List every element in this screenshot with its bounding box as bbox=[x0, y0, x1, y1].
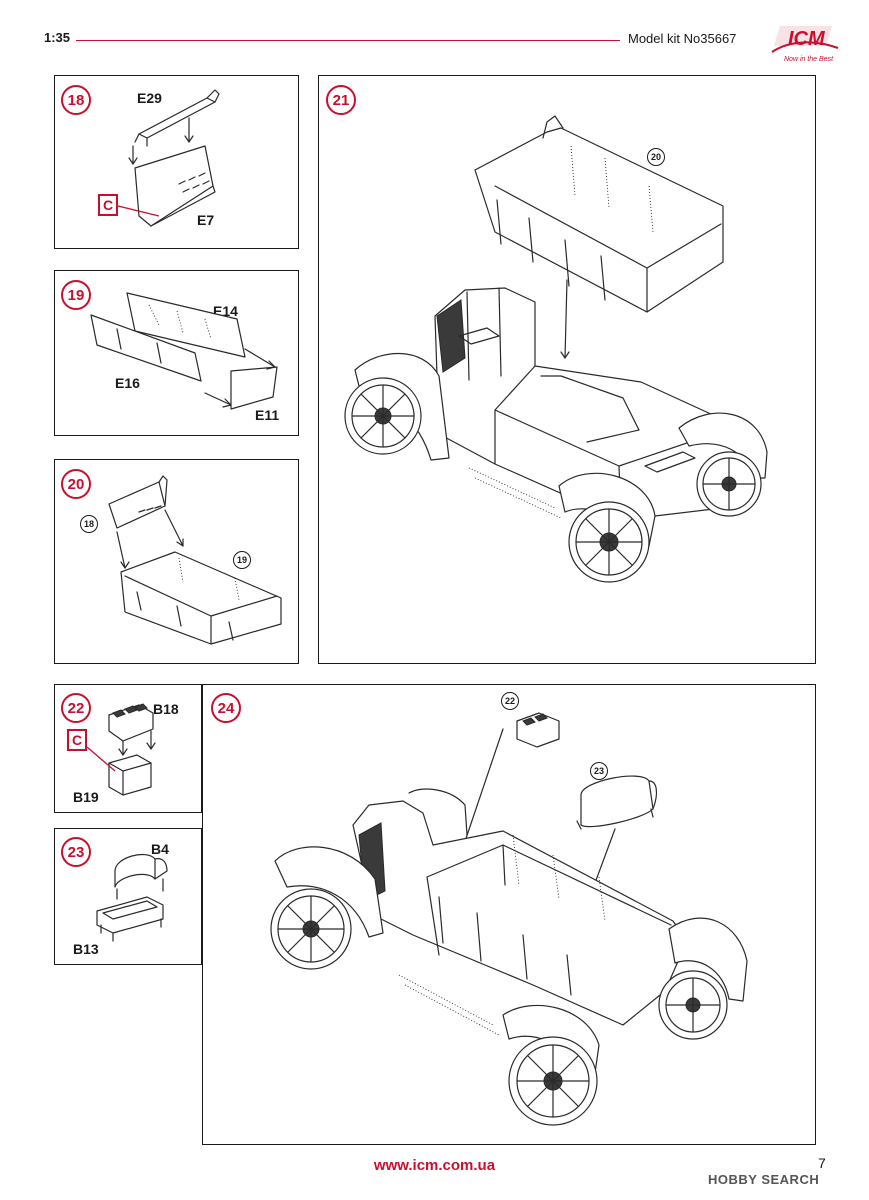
rear-left-wheel bbox=[568, 501, 650, 583]
rear-right-wheel bbox=[696, 451, 762, 517]
step-24-number: 24 bbox=[211, 693, 241, 723]
step-24-drawing bbox=[270, 712, 748, 1126]
hobby-search-watermark: HOBBY SEARCH bbox=[708, 1172, 820, 1187]
page-number: 7 bbox=[818, 1155, 826, 1171]
front-left-wheel bbox=[344, 377, 422, 455]
step-21-panel: 21 20 bbox=[318, 75, 816, 664]
header-rule bbox=[76, 40, 620, 41]
step-19-drawing bbox=[90, 292, 278, 410]
ref-step-23: 23 bbox=[590, 762, 608, 780]
paint-code-c-22: C bbox=[67, 729, 87, 751]
step-22-number: 22 bbox=[61, 693, 91, 723]
ref-step-19: 19 bbox=[233, 551, 251, 569]
part-E7-label: E7 bbox=[197, 212, 215, 228]
step-23-drawing bbox=[96, 854, 168, 942]
step-23-number: 23 bbox=[61, 837, 91, 867]
logo-text: ICM bbox=[788, 28, 825, 50]
footer-url[interactable]: www.icm.com.ua bbox=[373, 1157, 496, 1174]
part-E16-label: E16 bbox=[115, 375, 140, 391]
part-B18-label: B18 bbox=[153, 701, 179, 717]
step-20-panel: 20 18 19 bbox=[54, 459, 299, 664]
front-wheel-24 bbox=[270, 888, 352, 970]
step-21-drawing bbox=[344, 115, 768, 583]
rear-wheel-24 bbox=[508, 1036, 598, 1126]
step-18-number: 18 bbox=[61, 85, 91, 115]
step-22-drawing bbox=[86, 703, 156, 796]
part-B13-label: B13 bbox=[73, 941, 99, 957]
step-23-panel: 23 B4 B13 bbox=[54, 828, 202, 965]
step-22-panel: 22 B18 B19 C bbox=[54, 684, 202, 813]
step-20-drawing bbox=[108, 475, 282, 645]
step-24-panel: 24 22 23 bbox=[202, 684, 816, 1145]
part-E11-label: E11 bbox=[255, 407, 280, 423]
step-18-drawing bbox=[117, 89, 220, 227]
ref-step-22: 22 bbox=[501, 692, 519, 710]
step-20-number: 20 bbox=[61, 469, 91, 499]
icm-logo-icon bbox=[771, 26, 839, 53]
paint-code-c: C bbox=[98, 194, 118, 216]
part-B4-label: B4 bbox=[151, 841, 169, 857]
ref-step-20: 20 bbox=[647, 148, 665, 166]
logo-tagline: Now in the Best bbox=[784, 56, 834, 63]
scale-label: 1:35 bbox=[44, 30, 71, 45]
part-E29-label: E29 bbox=[137, 90, 162, 106]
step-19-number: 19 bbox=[61, 280, 91, 310]
rear-right-wheel-24 bbox=[658, 970, 728, 1040]
step-18-panel: 18 E29 E7 C bbox=[54, 75, 299, 249]
part-B19-label: B19 bbox=[73, 789, 99, 805]
step-21-number: 21 bbox=[326, 85, 356, 115]
ref-step-18: 18 bbox=[80, 515, 98, 533]
step-19-panel: 19 E14 E16 E11 bbox=[54, 270, 299, 436]
kit-number: Model kit No35667 bbox=[628, 31, 737, 46]
